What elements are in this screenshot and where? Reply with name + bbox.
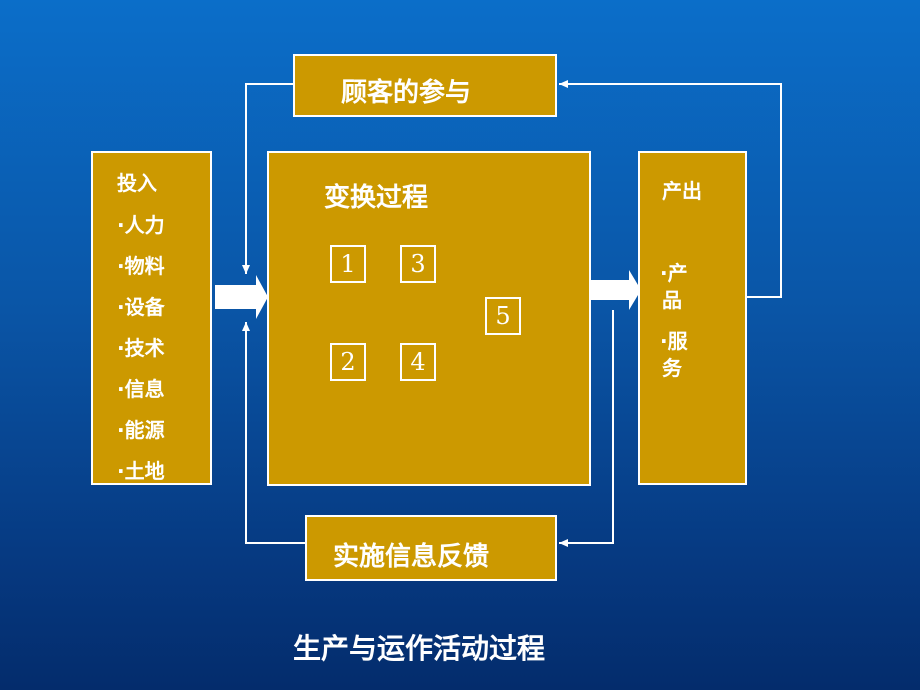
input-flow-arrow: [215, 275, 268, 319]
output-title: 产出: [662, 179, 702, 203]
output-product-line1: ·产: [660, 261, 688, 285]
feedback-loop-line: [559, 310, 614, 547]
feedback-label: 实施信息反馈: [333, 542, 490, 572]
input-item: ·物料: [117, 254, 165, 278]
process-node-2: 2: [330, 343, 366, 381]
input-item: ·土地: [117, 459, 165, 483]
process-title: 变换过程: [324, 183, 429, 213]
output-box: 产出 ·产 品 ·服 务: [638, 151, 747, 485]
process-node-3: 3: [400, 245, 436, 283]
output-flow-arrow: [590, 270, 641, 310]
customer-participation-box: 顾客的参与: [293, 54, 557, 117]
input-item: ·技术: [117, 336, 165, 360]
feedback-to-input-line: [242, 322, 306, 544]
customer-loop-line: [559, 80, 782, 298]
output-service-line1: ·服: [660, 329, 688, 353]
output-product-line2: 品: [662, 288, 682, 312]
input-item: ·人力: [117, 213, 165, 237]
customer-to-input-line: [242, 83, 293, 274]
input-item: ·能源: [117, 418, 165, 442]
input-box: 投入 ·人力 ·物料 ·设备 ·技术 ·信息 ·能源 ·土地: [91, 151, 212, 485]
input-item: ·设备: [117, 295, 165, 319]
process-node-5: 5: [485, 297, 521, 335]
transformation-process-box: 变换过程: [267, 151, 591, 486]
diagram-caption: 生产与运作活动过程: [293, 632, 546, 665]
process-node-1: 1: [330, 245, 366, 283]
process-node-4: 4: [400, 343, 436, 381]
input-item: ·信息: [117, 377, 165, 401]
feedback-box: 实施信息反馈: [305, 515, 557, 581]
input-title: 投入: [117, 171, 157, 195]
customer-participation-label: 顾客的参与: [341, 78, 472, 108]
output-service-line2: 务: [662, 356, 682, 380]
